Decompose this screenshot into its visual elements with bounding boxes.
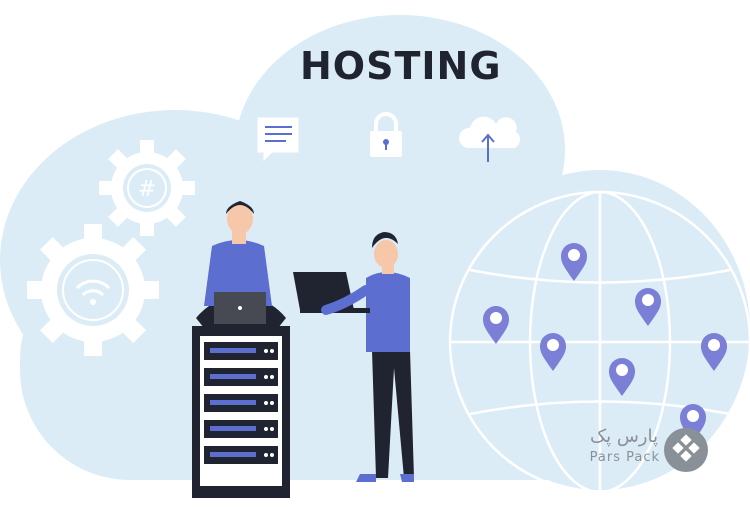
location-pin-icon	[609, 358, 635, 396]
brand-name-fa: پارس پک	[589, 426, 658, 447]
standing-person	[293, 232, 414, 482]
svg-text:#: #	[138, 177, 156, 202]
pars-pack-logo-icon	[664, 428, 708, 472]
wifi-gear-icon	[27, 224, 159, 356]
cloud-upload-icon	[458, 116, 521, 162]
location-pins	[483, 243, 727, 442]
lock-icon	[370, 112, 402, 157]
server-rack-icon	[192, 326, 290, 498]
location-pin-icon	[701, 333, 727, 371]
hash-gear-icon: #	[99, 140, 195, 236]
brand-name-en: Pars Pack	[589, 450, 660, 465]
page-title: HOSTING	[300, 44, 502, 88]
brand-logo: پارس پک Pars Pack	[580, 426, 710, 476]
location-pin-icon	[635, 288, 661, 326]
location-pin-icon	[540, 333, 566, 371]
location-pin-icon	[483, 306, 509, 344]
globe-icon	[448, 190, 750, 494]
location-pin-icon	[561, 243, 587, 281]
chat-bubble-icon	[257, 117, 299, 162]
seated-person	[196, 201, 286, 328]
